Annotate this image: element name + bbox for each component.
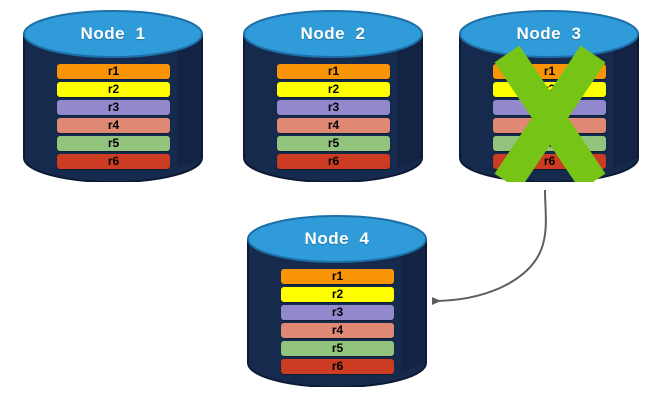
data-row-r3[interactable]: r3 — [57, 100, 170, 115]
data-row-r3[interactable]: r3 — [281, 305, 394, 320]
data-row-r1[interactable]: r1 — [57, 64, 170, 79]
data-row-r2[interactable]: r2 — [277, 82, 390, 97]
data-row-r4[interactable]: r4 — [57, 118, 170, 133]
data-row-r2[interactable]: r2 — [493, 82, 606, 97]
data-row-r4[interactable]: r4 — [277, 118, 390, 133]
data-row-r5[interactable]: r5 — [281, 341, 394, 356]
data-row-r4[interactable]: r4 — [281, 323, 394, 338]
data-row-r6[interactable]: r6 — [281, 359, 394, 374]
data-row-r3[interactable]: r3 — [277, 100, 390, 115]
cylinder-shading — [401, 239, 426, 373]
cylinder-shading — [613, 34, 638, 168]
cylinder-shading — [177, 34, 202, 168]
data-row-r1[interactable]: r1 — [277, 64, 390, 79]
data-row-r5[interactable]: r5 — [277, 136, 390, 151]
cylinder-top — [459, 10, 639, 58]
data-row-r1[interactable]: r1 — [493, 64, 606, 79]
data-row-r6[interactable]: r6 — [57, 154, 170, 169]
data-row-r5[interactable]: r5 — [493, 136, 606, 151]
data-row-r3[interactable]: r3 — [493, 100, 606, 115]
data-row-r6[interactable]: r6 — [277, 154, 390, 169]
data-row-r2[interactable]: r2 — [57, 82, 170, 97]
data-row-r6[interactable]: r6 — [493, 154, 606, 169]
cylinder-top — [23, 10, 203, 58]
data-row-r5[interactable]: r5 — [57, 136, 170, 151]
data-row-r4[interactable]: r4 — [493, 118, 606, 133]
cylinder-shading — [397, 34, 422, 168]
data-row-r1[interactable]: r1 — [281, 269, 394, 284]
cylinder-top — [247, 215, 427, 263]
data-row-r2[interactable]: r2 — [281, 287, 394, 302]
cylinder-top — [243, 10, 423, 58]
